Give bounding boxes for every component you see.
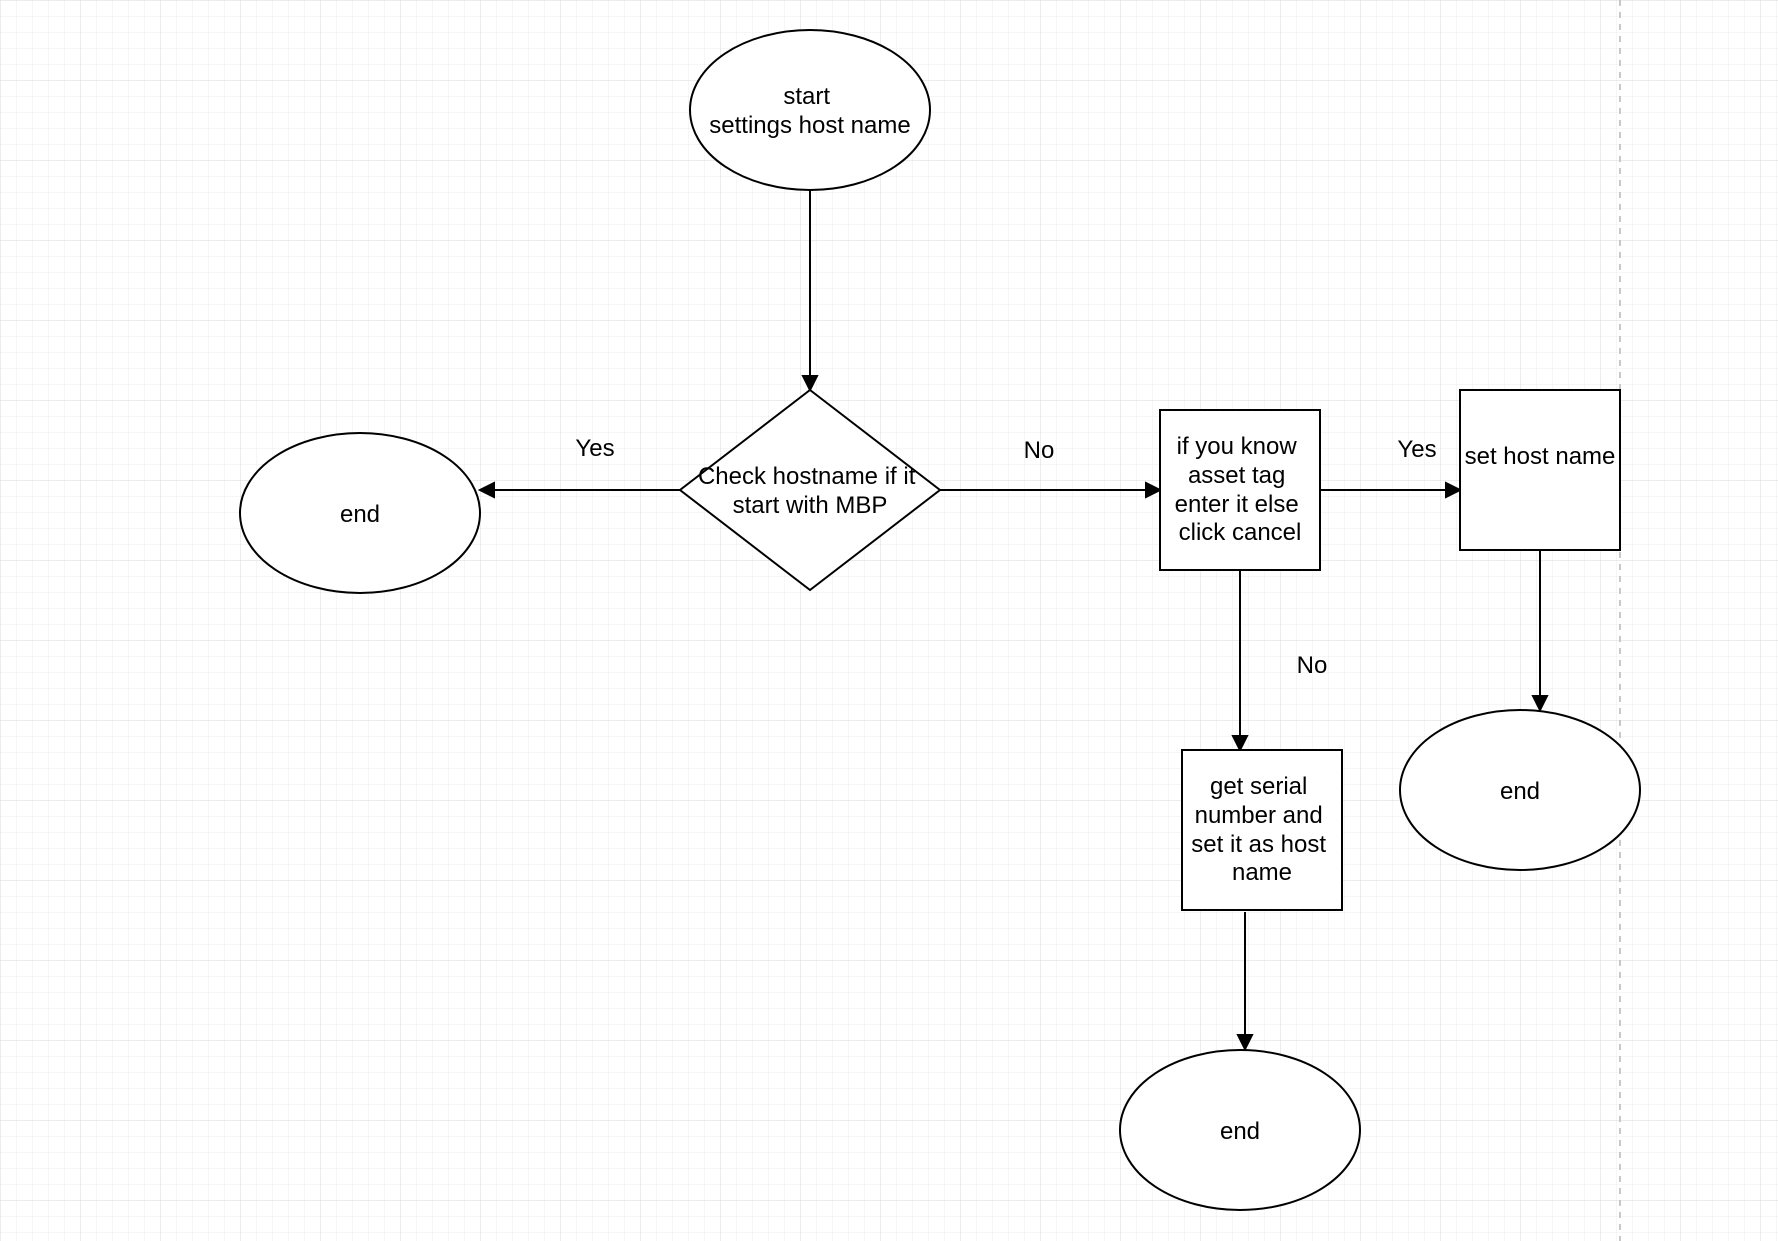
svg-text:set host name: set host name [1465,443,1616,470]
edge-asset-tag-to-serial[interactable]: No [1231,570,1328,753]
decision-line-1: Check hostname if it [698,463,916,490]
end-node-left[interactable]: end [239,432,481,594]
end-node-bottom[interactable]: end [1119,1049,1361,1211]
end-node-right[interactable]: end [1399,709,1641,871]
serial-line-2: number and [1195,802,1323,829]
process-node-serial-number[interactable]: get serial number and set it as host nam… [1181,749,1343,911]
asset-tag-line-3: enter it else [1175,491,1299,518]
edge-label-yes-right: Yes [1397,436,1436,463]
edge-set-host-to-end-right[interactable] [1531,550,1549,713]
serial-line-4: name [1232,859,1292,886]
asset-tag-line-2: asset tag [1188,462,1285,489]
serial-line-3: set it as host [1191,831,1326,858]
process-node-asset-tag[interactable]: if you know asset tag enter it else clic… [1159,409,1321,571]
edge-label-no-bottom: No [1297,652,1328,679]
svg-text:end: end [340,501,380,528]
svg-text:start settings host name: start settings host name [709,83,910,139]
edge-check-to-end-left[interactable]: Yes [477,435,680,499]
start-node-line-2: settings host name [709,112,910,139]
end-right-label: end [1500,778,1540,805]
decision-node-check-hostname[interactable]: Check hostname if it start with MBP [678,388,942,592]
asset-tag-line-4: click cancel [1179,519,1302,546]
svg-text:end: end [1500,778,1540,805]
edge-asset-tag-to-set-host[interactable]: Yes [1320,436,1463,499]
edge-label-yes-left: Yes [575,435,614,462]
process-node-set-host-name[interactable]: set host name [1459,389,1621,551]
end-bottom-label: end [1220,1118,1260,1145]
edge-start-to-check[interactable] [801,190,819,393]
svg-text:if you know asset tag: if you know asset tag enter it else clic… [1175,433,1306,546]
asset-tag-line-1: if you know [1177,433,1298,460]
set-host-label: set host name [1465,443,1616,470]
edge-label-no-middle: No [1024,437,1055,464]
start-node[interactable]: start settings host name [689,29,931,191]
svg-text:get serial number and: get serial number and set it as host nam… [1191,773,1332,886]
svg-text:end: end [1220,1118,1260,1145]
start-node-line-1: start [783,83,830,110]
serial-line-1: get serial [1210,773,1307,800]
svg-text:Check hostname if it sta: Check hostname if it start with MBP [698,463,922,519]
edge-serial-to-end-bottom[interactable] [1236,912,1254,1052]
edge-check-to-asset-tag[interactable]: No [940,437,1163,499]
end-left-label: end [340,501,380,528]
decision-line-2: start with MBP [733,492,888,519]
